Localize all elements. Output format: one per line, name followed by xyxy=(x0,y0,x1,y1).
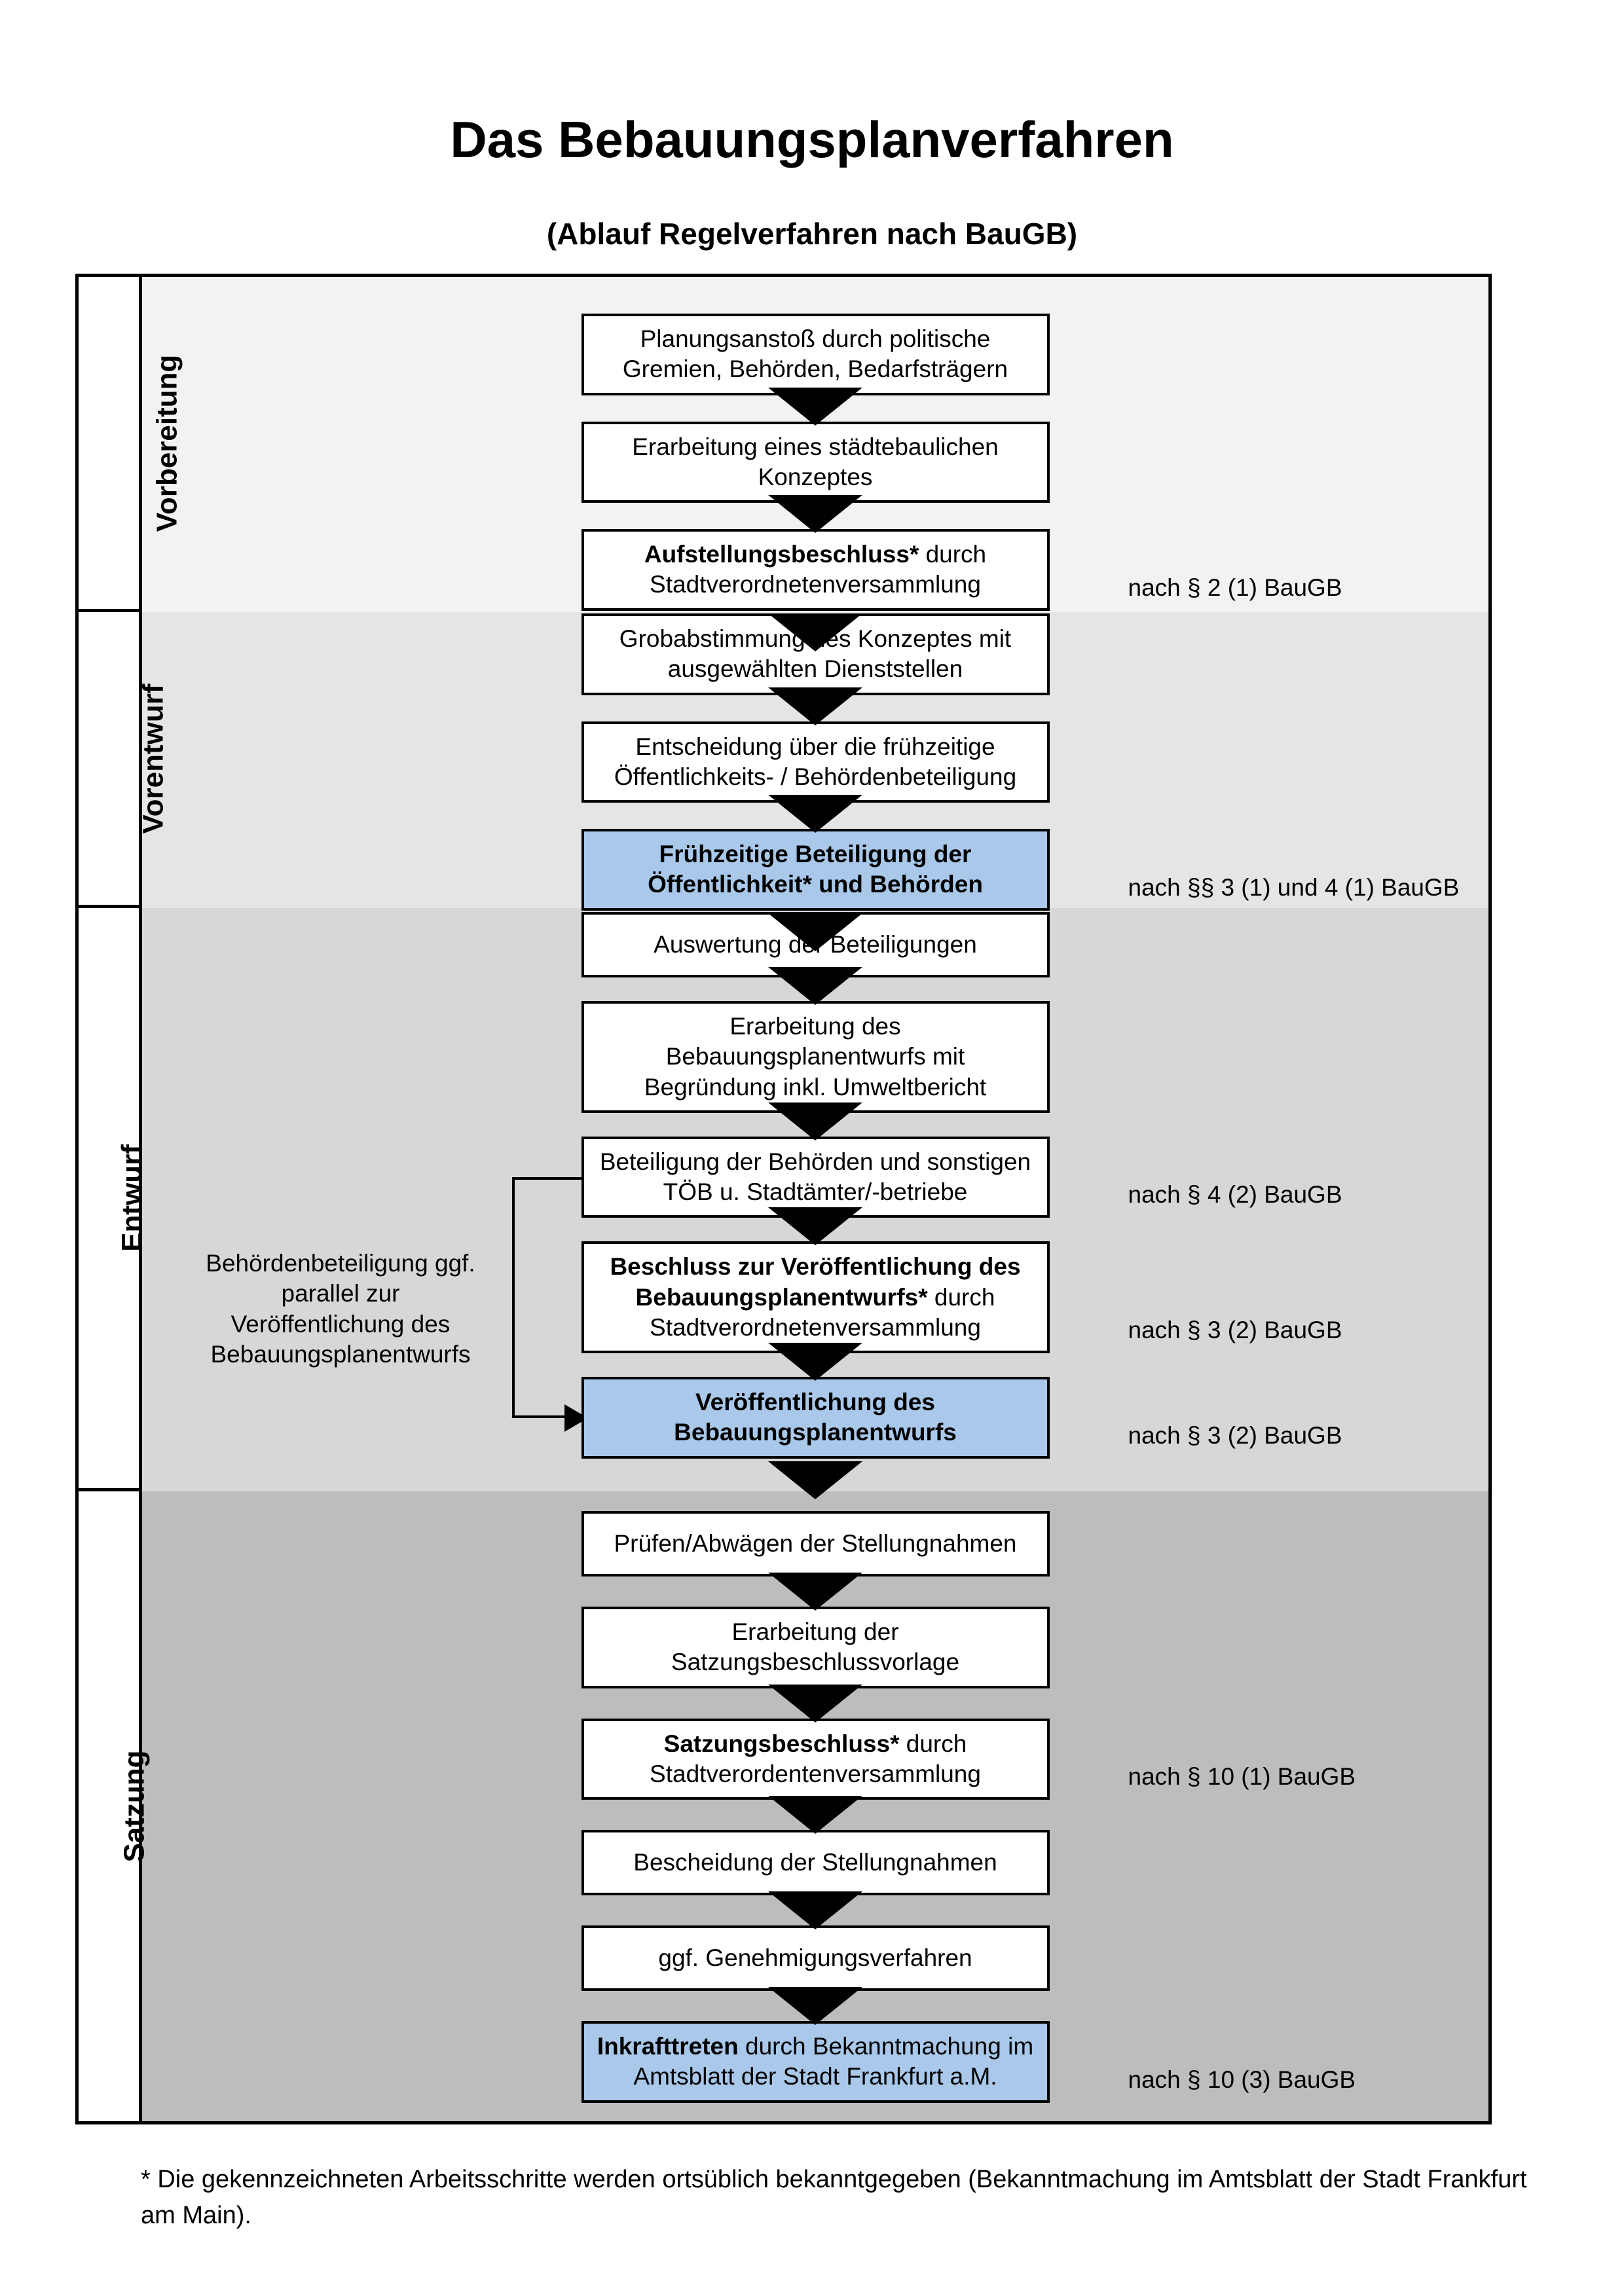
process-box: ggf. Genehmigungsverfahren xyxy=(581,1925,1050,1991)
phase-label-text: Entwurf xyxy=(115,1144,148,1252)
phase-label-text: Vorentwurf xyxy=(137,683,170,833)
parallel-connector-line xyxy=(512,1177,584,1418)
flow-arrow-icon xyxy=(768,1573,862,1611)
phase-label-vorentwurf: Vorentwurf xyxy=(79,612,169,908)
phase-vorentwurf: Vorentwurf Grobabstimmung des Konzeptes … xyxy=(79,612,1488,951)
flow-arrow-icon xyxy=(768,913,862,951)
legal-reference: nach § 2 (1) BauGB xyxy=(1128,574,1342,601)
phase-content-satzung: Prüfen/Abwägen der Stellungnahmen Erarbe… xyxy=(142,1491,1488,2121)
process-step: Entscheidung über die frühzeitige Öffent… xyxy=(581,721,1050,803)
process-box: Planungsanstoß durch politische Gremien,… xyxy=(581,314,1050,395)
process-box: Bescheidung der Stellungnahmen xyxy=(581,1830,1050,1895)
process-box-highlighted: Inkrafttreten durch Bekanntmachung im Am… xyxy=(581,2021,1050,2103)
process-step: Bescheidung der Stellungnahmen xyxy=(581,1830,1050,1895)
process-box: Erarbeitung der Satzungsbeschlussvorlage xyxy=(581,1607,1050,1688)
flow-arrow-icon xyxy=(768,1987,862,2025)
phase-label-satzung: Satzung xyxy=(79,1491,151,2121)
flow-arrow-icon xyxy=(768,495,862,533)
phase-content-vorentwurf: Grobabstimmung des Konzeptes mit ausgewä… xyxy=(142,612,1488,951)
legal-reference: nach § 3 (2) BauGB xyxy=(1128,1421,1342,1449)
process-box-highlighted: Frühzeitige Beteiligung der Öffentlichke… xyxy=(581,829,1050,911)
flow-arrow-icon xyxy=(768,795,862,833)
process-box: Beschluss zur Veröffentlichung des Bebau… xyxy=(581,1241,1050,1353)
legal-reference: nach § 3 (2) BauGB xyxy=(1128,1317,1342,1343)
flow-arrow-icon xyxy=(768,1461,862,1499)
flow-arrow-icon xyxy=(768,687,862,725)
flow-arrow-icon xyxy=(768,1796,862,1834)
process-box: Prüfen/Abwägen der Stellungnahmen xyxy=(581,1511,1050,1576)
flow-arrow-icon xyxy=(768,1102,862,1140)
parallel-process-note: Behördenbeteiligung ggf. parallel zur Ve… xyxy=(206,1250,475,1368)
process-step: Erarbeitung des Bebauungsplanentwurfs mi… xyxy=(581,1001,1050,1113)
process-box: Erarbeitung des Bebauungsplanentwurfs mi… xyxy=(581,1001,1050,1113)
process-step: Aufstellungsbeschluss* durch Stadtverord… xyxy=(581,529,1342,611)
process-box: Aufstellungsbeschluss* durch Stadtverord… xyxy=(581,529,1050,611)
legal-reference: nach §§ 3 (1) und 4 (1) BauGB xyxy=(1128,873,1460,901)
process-step: Planungsanstoß durch politische Gremien,… xyxy=(581,314,1050,395)
phase-vorbereitung: Vorbereitung Planungsanstoß durch politi… xyxy=(79,277,1488,651)
process-box: Entscheidung über die frühzeitige Öffent… xyxy=(581,721,1050,803)
process-step: Prüfen/Abwägen der Stellungnahmen xyxy=(581,1511,1050,1576)
phase-satzung: Satzung Prüfen/Abwägen der Stellungnahme… xyxy=(79,1491,1488,2121)
process-step: Satzungsbeschluss* durch Stadtverordente… xyxy=(581,1718,1356,1800)
page-subtitle: (Ablauf Regelverfahren nach BauGB) xyxy=(546,217,1078,251)
process-step: Erarbeitung der Satzungsbeschlussvorlage xyxy=(581,1607,1050,1688)
phase-content-vorbereitung: Planungsanstoß durch politische Gremien,… xyxy=(142,277,1488,651)
flow-arrow-icon xyxy=(768,967,862,1005)
phase-label-text: Satzung xyxy=(118,1750,151,1863)
phase-entwurf: Entwurf Behördenbeteiligung ggf. paralle… xyxy=(79,908,1488,1499)
process-step: Inkrafttreten durch Bekanntmachung im Am… xyxy=(581,2021,1356,2103)
process-box: Erarbeitung eines städtebaulichen Konzep… xyxy=(581,421,1050,503)
flow-arrow-icon xyxy=(768,1343,862,1381)
process-box: Beteiligung der Behörden und sonstigen T… xyxy=(581,1136,1050,1218)
flow-arrow-icon xyxy=(768,1207,862,1246)
legal-reference: nach § 4 (2) BauGB xyxy=(1128,1181,1342,1209)
process-step: Veröffentlichung des Bebauungsplanentwur… xyxy=(581,1377,1342,1459)
phase-label-vorbereitung: Vorbereitung xyxy=(79,277,183,612)
process-step: ggf. Genehmigungsverfahren xyxy=(581,1925,1050,1991)
flow-arrow-icon xyxy=(768,613,862,651)
process-step: Erarbeitung eines städtebaulichen Konzep… xyxy=(581,421,1050,503)
legal-reference: nach § 10 (3) BauGB xyxy=(1128,2066,1356,2093)
phase-content-entwurf: Behördenbeteiligung ggf. parallel zur Ve… xyxy=(142,908,1488,1499)
process-frame: Vorbereitung Planungsanstoß durch politi… xyxy=(75,274,1492,2124)
page-title: Das Bebauungsplanverfahren xyxy=(450,111,1174,168)
process-step: Beschluss zur Veröffentlichung des Bebau… xyxy=(581,1241,1342,1353)
process-step: Beteiligung der Behörden und sonstigen T… xyxy=(581,1136,1342,1218)
process-box: Satzungsbeschluss* durch Stadtverordente… xyxy=(581,1718,1050,1800)
process-box-highlighted: Veröffentlichung des Bebauungsplanentwur… xyxy=(581,1377,1050,1459)
flow-arrow-icon xyxy=(768,1891,862,1929)
footnote: * Die gekennzeichneten Arbeitsschritte w… xyxy=(141,2166,1527,2230)
flow-arrow-icon xyxy=(768,387,862,426)
phase-label-text: Vorbereitung xyxy=(151,354,183,532)
process-step: Frühzeitige Beteiligung der Öffentlichke… xyxy=(581,829,1459,911)
phase-label-entwurf: Entwurf xyxy=(79,908,148,1491)
flow-arrow-icon xyxy=(768,1684,862,1722)
legal-reference: nach § 10 (1) BauGB xyxy=(1128,1763,1356,1790)
